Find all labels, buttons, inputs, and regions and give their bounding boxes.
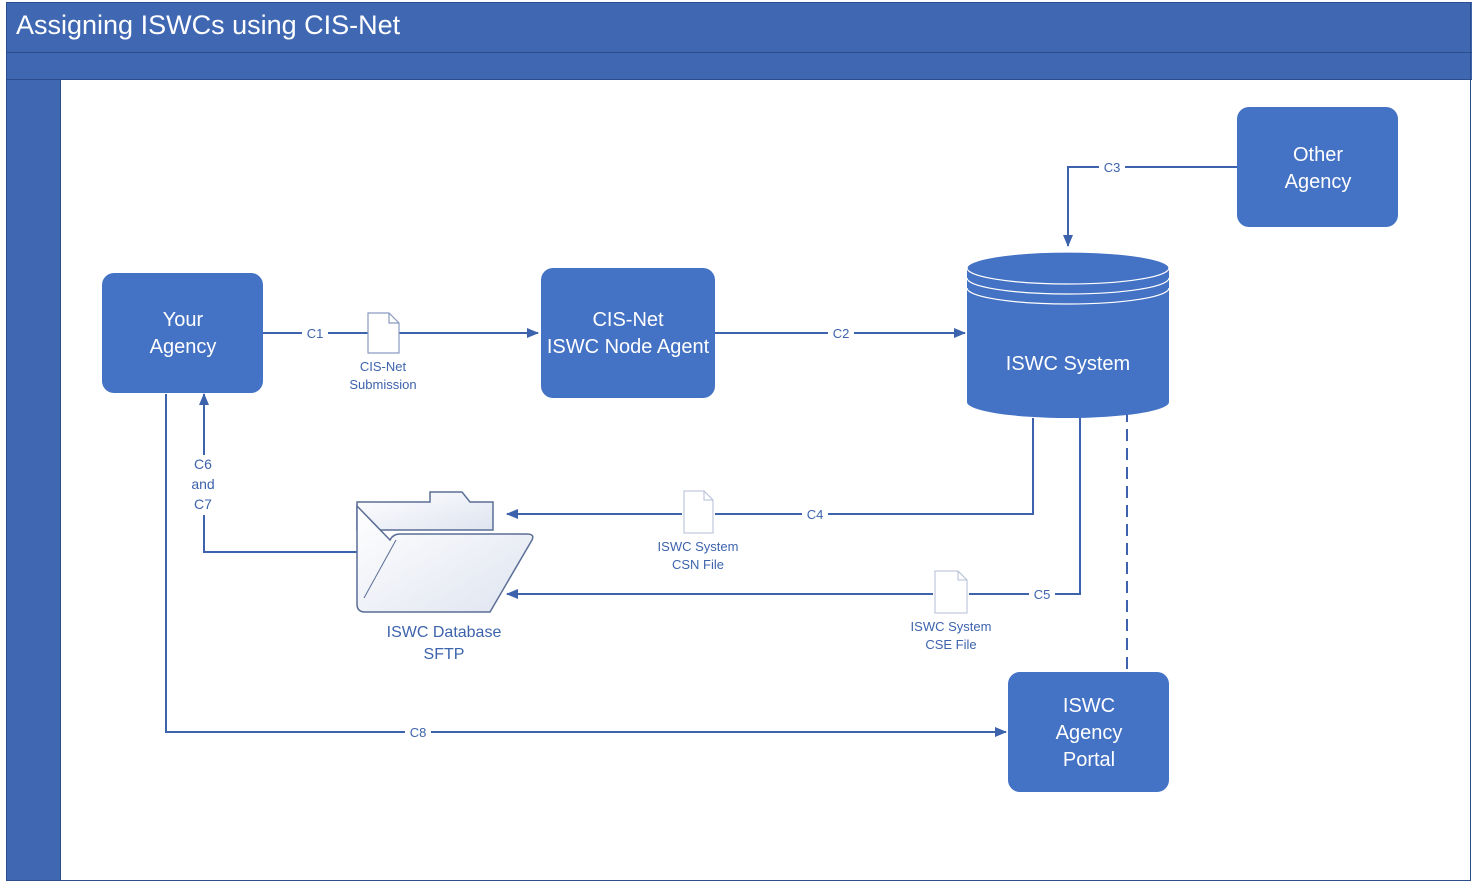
node-your-agency-line1: Your [163,309,204,331]
node-your-agency[interactable]: Your Agency [102,273,263,393]
connector-label-c3: C3 [1104,160,1121,175]
connector-c3: C3 [1063,159,1237,247]
node-other-agency-line2: Agency [1285,171,1352,193]
node-agency-portal-line1: ISWC [1063,695,1115,717]
doc-cse-file-line2: CSE File [925,637,976,652]
connector-label-c7: C7 [194,496,212,512]
doc-cse-file-line1: ISWC System [911,619,992,634]
page-title: Assigning ISWCs using CIS-Net [16,10,401,40]
node-your-agency-line2: Agency [150,336,217,358]
doc-cisnet-submission-line1: CIS-Net [360,359,407,374]
swimlane-rail [6,80,61,881]
node-sftp[interactable]: ISWC Database SFTP [356,491,534,663]
connector-c6-c7: C6 and C7 [186,393,357,553]
doc-cisnet-submission: CIS-Net Submission [349,312,417,392]
connector-c1: C1 [263,325,539,341]
connector-label-c1: C1 [307,326,324,341]
node-cisnet-agent[interactable]: CIS-Net ISWC Node Agent [541,268,715,398]
connector-c8: C8 [165,394,1007,740]
node-other-agency-line1: Other [1293,144,1343,166]
node-cisnet-agent-line1: CIS-Net [592,309,664,331]
node-iswc-system-label: ISWC System [1006,353,1130,375]
node-other-agency[interactable]: Other Agency [1237,107,1398,227]
connector-label-and: and [191,476,214,492]
connector-label-c8: C8 [410,725,427,740]
connector-label-c6: C6 [194,456,212,472]
connector-c4: C4 [506,418,1034,522]
node-agency-portal-line3: Portal [1063,749,1115,771]
node-sftp-line1: ISWC Database [387,624,502,641]
doc-cisnet-submission-line2: Submission [349,377,416,392]
title-bar: Assigning ISWCs using CIS-Net [6,2,1472,53]
document-icon [682,490,715,534]
node-agency-portal-line2: Agency [1056,722,1123,744]
document-icon [933,570,969,614]
node-agency-portal[interactable]: ISWC Agency Portal [1008,672,1169,792]
doc-csn-file-line1: ISWC System [658,539,739,554]
node-sftp-line2: SFTP [424,646,465,663]
connector-label-c4: C4 [807,507,824,522]
doc-csn-file-line2: CSN File [672,557,724,572]
connector-c5: C5 [506,418,1081,602]
connector-c2: C2 [715,325,966,341]
folder-icon [356,491,534,613]
connector-label-c2: C2 [833,326,850,341]
node-cisnet-agent-line2: ISWC Node Agent [547,336,710,358]
header-band [6,53,1472,80]
doc-cse-file: ISWC System CSE File [911,570,992,652]
node-iswc-system[interactable]: ISWC System [966,251,1170,418]
connector-label-c5: C5 [1034,587,1051,602]
doc-csn-file: ISWC System CSN File [658,490,739,572]
document-icon [367,312,400,354]
